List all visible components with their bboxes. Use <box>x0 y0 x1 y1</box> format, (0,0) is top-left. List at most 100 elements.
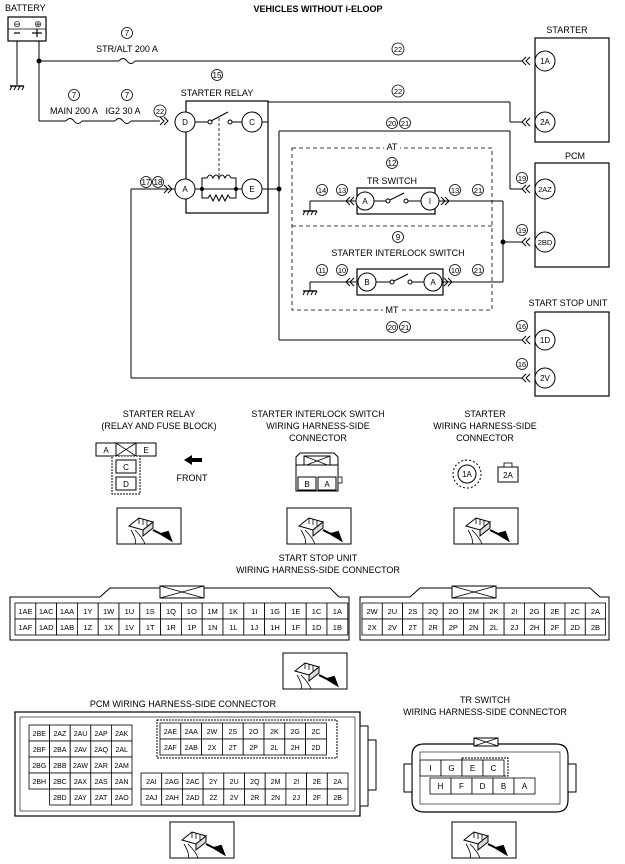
pcm-pin-pin-label: 2R <box>250 795 259 802</box>
svg-text:9: 9 <box>396 233 401 242</box>
ssu-terminal-2v <box>534 367 556 389</box>
svg-text:2A: 2A <box>503 471 513 480</box>
ssu-pin-pin-label: 2Q <box>428 607 438 616</box>
cv-starter-title3: CONNECTOR <box>456 433 514 443</box>
svg-text:12: 12 <box>388 159 397 168</box>
tr-pin-cell <box>482 759 505 777</box>
battery-ground-icon <box>9 85 25 91</box>
pcm-pin-pin-label: 2X <box>208 745 217 752</box>
fuse-ig2-icon <box>114 118 132 124</box>
tr-pin-pin-label: I <box>429 764 431 773</box>
pcm-pin-pin-label: 2AN <box>115 779 129 786</box>
front-label: FRONT <box>177 473 208 483</box>
fuse-str-alt-icon <box>118 58 136 64</box>
pcm-pin-pin-label: 2V <box>230 795 239 802</box>
ssu-pin-pin-label: 1Z <box>83 623 92 632</box>
svg-text:A: A <box>430 278 436 287</box>
svg-text:21: 21 <box>401 119 409 128</box>
pcm-pin-pin-label: 2AA <box>185 729 199 736</box>
ssu-pin-pin-label: 1F <box>291 623 300 632</box>
svg-text:E: E <box>249 185 254 194</box>
ssu-pin-pin-label: 1G <box>270 607 280 616</box>
svg-text:19: 19 <box>518 226 526 235</box>
pcm-pin-pin-label: 2BF <box>33 747 46 754</box>
svg-text:15: 15 <box>213 71 222 80</box>
ssu-pin-pin-label: 2V <box>388 623 397 632</box>
pcm-pin-pin-label: 2AM <box>114 763 129 770</box>
svg-text:C: C <box>123 463 129 472</box>
pcm-pin-pin-label: 2Q <box>250 779 260 786</box>
ssu-pin-pin-label: 1X <box>104 623 113 632</box>
ssu-pin-pin-label: 2E <box>550 607 559 616</box>
pcm-pin-pin-label: 2O <box>249 729 259 736</box>
cv-pcm-title: PCM WIRING HARNESS-SIDE CONNECTOR <box>90 699 277 709</box>
front-arrow-icon <box>184 455 202 465</box>
cv-pcm-plug-icon <box>169 821 235 859</box>
pcm-pin-pin-label: 2AG <box>165 779 179 786</box>
tr-pin-pin-label: G <box>448 764 454 773</box>
ssu-pin-pin-label: 1U <box>125 607 135 616</box>
pcm-pin-cell <box>326 788 349 806</box>
start-stop-unit-label: START STOP UNIT <box>529 298 608 308</box>
cv-sis-connector: B A <box>295 452 343 492</box>
svg-text:22: 22 <box>156 107 164 116</box>
ssu-pin-pin-label: 1AD <box>39 623 54 632</box>
svg-text:13: 13 <box>451 186 459 195</box>
pcm-pin-pin-label: 2H <box>291 745 300 752</box>
cv-tr-plug-icon <box>451 821 517 859</box>
pcm-pin-pin-label: 2Z <box>209 795 218 802</box>
relay-contact-icon <box>210 111 229 122</box>
svg-text:14: 14 <box>318 186 326 195</box>
pcm-pin-cell <box>111 788 133 806</box>
ssu-pin-pin-label: 1T <box>146 623 155 632</box>
ref-circle-15 <box>211 69 223 81</box>
starter-label: STARTER <box>546 25 588 35</box>
ssu-pin-pin-label: 1Q <box>166 607 176 616</box>
pcm-pin-pin-label: 2B <box>333 795 342 802</box>
ssu-pin-pin-label: 1Y <box>83 607 92 616</box>
svg-text:7: 7 <box>125 91 130 100</box>
ssu-pin-pin-label: 1O <box>187 607 197 616</box>
pcm-pin-pin-label: 2S <box>229 729 238 736</box>
ssu-pin-pin-label: 2M <box>468 607 478 616</box>
svg-text:A: A <box>324 480 330 489</box>
relay-coil-icon <box>206 174 232 180</box>
pcm-pin-pin-label: 2AY <box>74 795 87 802</box>
ssu-pin-pin-label: 2U <box>388 607 398 616</box>
ssu-pin-pin-label: 2P <box>449 623 458 632</box>
cv-ssu-title1: START STOP UNIT <box>279 553 358 563</box>
ssu-pin-pin-label: 1L <box>229 623 237 632</box>
pcm-pin-pin-label: 2AO <box>115 795 130 802</box>
ssu-pin-pin-label: 1W <box>103 607 115 616</box>
ssu-pin-pin-label: 2F <box>550 623 559 632</box>
ssu-pin-pin-label: 1P <box>187 623 196 632</box>
pcm-pin-pin-label: 2AS <box>94 779 108 786</box>
ssu-pin-pin-label: 2B <box>591 623 600 632</box>
ssu-pin-pin-label: 2A <box>591 607 600 616</box>
ssu-pin-pin-label: 1M <box>207 607 217 616</box>
cv-ssu-plug-icon <box>282 652 348 690</box>
pcm-pin-pin-label: 2T <box>229 745 238 752</box>
ssu-pin-pin-label: 1S <box>146 607 155 616</box>
pcm-pin-pin-label: 2U <box>230 779 239 786</box>
battery-symbol: ⊖ ⊕ <box>7 16 47 42</box>
ssu-pin-pin-label: 2L <box>490 623 498 632</box>
ssu-pin-pin-label: 1E <box>291 607 300 616</box>
svg-text:E: E <box>143 446 148 455</box>
battery-label: BATTERY <box>5 3 46 13</box>
fuse-ig2-label: IG2 30 A <box>105 106 140 116</box>
pcm-pin-pin-label: 2AP <box>94 731 108 738</box>
ssu-pin-pin-label: 2K <box>489 607 498 616</box>
pcm-pin-pin-label: 2E <box>313 779 322 786</box>
pcm-pin-pin-label: 2BH <box>32 779 46 786</box>
ssu-pin-pin-label: 2D <box>570 623 580 632</box>
ssu-pin-pin-label: 1C <box>312 607 322 616</box>
tr-switch-contact-icon <box>389 192 405 201</box>
tr-pin-pin-label: F <box>459 782 464 791</box>
cv-starter-title2: WIRING HARNESS-SIDE <box>433 421 537 431</box>
pcm-pin-pin-label: 2AH <box>165 795 179 802</box>
ref-circle-22 <box>391 42 405 56</box>
